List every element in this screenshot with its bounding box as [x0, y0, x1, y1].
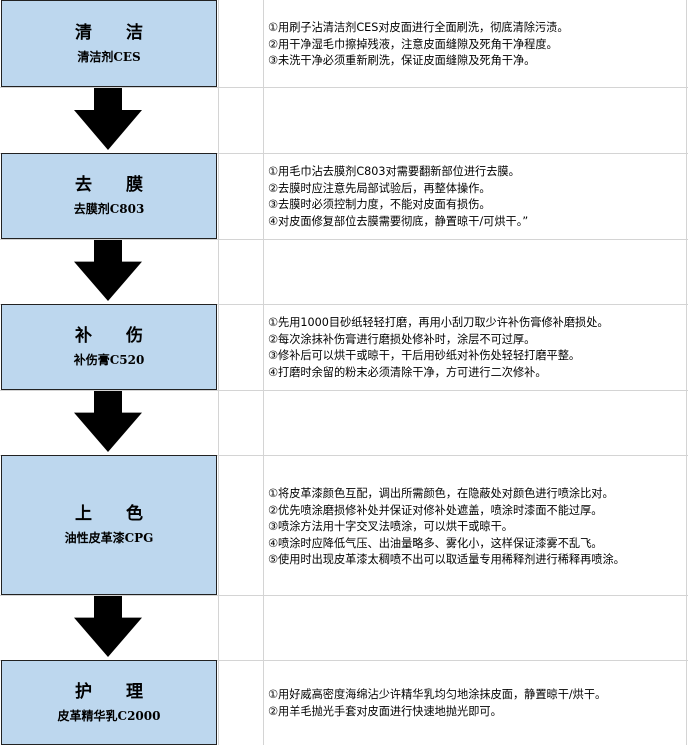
- note-line: ②用干净湿毛巾擦掉残液，注意皮面缝隙及死角干净程度。: [268, 37, 558, 51]
- step-notes-remove-film: ①用毛巾沾去膜剂C803对需要翻新部位进行去膜。 ②去膜时应注意先局部试验后，再…: [268, 164, 684, 230]
- grid-column-line: [686, 0, 687, 745]
- note-line: ③喷涂方法用十字交叉法喷涂，可以烘干或晾干。: [268, 520, 513, 534]
- grid-row-line: [0, 153, 688, 154]
- note-line: ①用刷子沾清洁剂CES对皮面进行全面刷洗，彻底清除污渍。: [268, 21, 569, 34]
- grid-row-line: [0, 595, 688, 596]
- step-box-care: 护 理 皮革精华乳C2000: [1, 660, 217, 745]
- note-line: ①用毛巾沾去膜剂C803对需要翻新部位进行去膜。: [268, 165, 520, 178]
- note-line: ④对皮面修复部位去膜需要彻底，静置晾干/可烘干。”: [268, 214, 529, 228]
- grid-row-line: [0, 87, 688, 88]
- note-line: ③去膜时必须控制力度，不能对皮面有损伤。: [268, 198, 491, 212]
- down-arrow-icon: [74, 596, 142, 658]
- grid-row-line: [0, 239, 688, 240]
- note-line: ②去膜时应注意先局部试验后，再整体操作。: [268, 181, 491, 195]
- step-title: 护 理: [75, 681, 157, 702]
- step-title: 补 伤: [75, 326, 157, 346]
- step-title: 清 洁: [75, 22, 157, 43]
- grid-row-line: [0, 390, 688, 391]
- note-line: ①先用1000目砂纸轻轻打磨，再用小刮刀取少许补伤膏修补磨损处。: [268, 316, 609, 329]
- step-title: 去 膜: [75, 175, 157, 195]
- note-line: ①用好威高密度海绵沾少许精华乳均匀地涂抹皮面，静置晾干/烘干。: [268, 688, 607, 701]
- grid-column-line: [218, 0, 219, 745]
- step-box-repair: 补 伤 补伤膏C520: [1, 304, 217, 390]
- step-notes-clean: ①用刷子沾清洁剂CES对皮面进行全面刷洗，彻底清除污渍。 ②用干净湿毛巾擦掉残液…: [268, 20, 684, 70]
- grid-row-line: [0, 304, 688, 305]
- step-product: 皮革精华乳C2000: [57, 708, 161, 723]
- step-product: 清洁剂CES: [77, 49, 141, 64]
- step-box-remove-film: 去 膜 去膜剂C803: [1, 153, 217, 239]
- step-title: 上 色: [75, 504, 157, 524]
- note-line: ⑤使用时出现皮革漆太稠喷不出可以取适量专用稀释剂进行稀释再喷涂。: [268, 553, 625, 567]
- step-product: 油性皮革漆CPG: [64, 531, 154, 545]
- down-arrow-icon: [74, 240, 142, 302]
- note-line: ①将皮革漆颜色互配，调出所需颜色，在隐蔽处对颜色进行喷涂比对。: [268, 487, 614, 500]
- note-line: ③未洗干净必须重新刷洗，保证皮面缝隙及死角干净。: [268, 54, 536, 68]
- note-line: ④喷涂时应降低气压、出油量略多、雾化小，这样保证漆雾不乱飞。: [268, 536, 603, 550]
- down-arrow-icon: [74, 88, 142, 150]
- step-product: 去膜剂C803: [73, 202, 145, 216]
- note-line: ④打磨时余留的粉末必须清除干净，方可进行二次修补。: [268, 365, 547, 379]
- step-notes-care: ①用好威高密度海绵沾少许精华乳均匀地涂抹皮面，静置晾干/烘干。 ②用羊毛抛光手套…: [268, 687, 684, 720]
- step-notes-coloring: ①将皮革漆颜色互配，调出所需颜色，在隐蔽处对颜色进行喷涂比对。 ②优先喷涂磨损修…: [268, 486, 684, 569]
- grid-row-line: [0, 660, 688, 661]
- step-box-coloring: 上 色 油性皮革漆CPG: [1, 455, 217, 595]
- step-box-clean: 清 洁 清洁剂CES: [1, 0, 217, 87]
- grid-row-line: [0, 455, 688, 456]
- grid-column-line: [263, 0, 264, 745]
- step-notes-repair: ①先用1000目砂纸轻轻打磨，再用小刮刀取少许补伤膏修补磨损处。 ②每次涂抹补伤…: [268, 315, 684, 381]
- note-line: ②每次涂抹补伤膏进行磨损处修补时，涂层不可过厚。: [268, 332, 536, 346]
- note-line: ③修补后可以烘干或晾干，干后用砂纸对补伤处轻轻打磨平整。: [268, 349, 581, 363]
- step-product: 补伤膏C520: [73, 353, 145, 367]
- note-line: ②用羊毛抛光手套对皮面进行快速地抛光即可。: [268, 704, 502, 718]
- down-arrow-icon: [74, 391, 142, 453]
- note-line: ②优先喷涂磨损修补处并保证对修补处遮盖，喷涂时漆面不能过厚。: [268, 503, 603, 517]
